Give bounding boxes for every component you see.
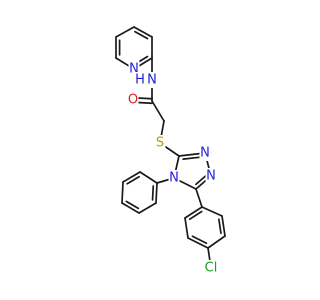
triazole-bond-5-inner (182, 156, 203, 160)
bond-triazole-chlorophenyl (195, 188, 203, 208)
chlorophenyl-bond-5-inner (218, 218, 222, 235)
triazole-n4-label: N (168, 170, 180, 186)
chlorine-label-background (202, 260, 220, 276)
pyridine-bond-1-inner (134, 30, 149, 40)
triazole-n1-label-symbol: N (206, 169, 216, 184)
amide-hydrogen-label-background (134, 72, 146, 88)
triazole-n2-label-symbol: N (200, 146, 210, 161)
chlorophenyl-bond-3-inner (191, 235, 208, 245)
pyridine-bond-1-outer (133, 26, 153, 38)
triazole-n2-label-background (199, 145, 211, 161)
phenyl-bond-2 (138, 202, 157, 214)
chlorophenyl-bond-4 (207, 235, 226, 249)
carbonyl-oxygen-label-symbol: O (128, 93, 138, 108)
bond-layer (115, 26, 226, 269)
pyridine-bond-2 (115, 26, 135, 38)
phenyl-bond-3-outer (121, 202, 140, 214)
phenyl-bond-5-inner (126, 175, 140, 185)
triazole-n4-label-background (168, 170, 180, 186)
chlorine-label-symbol: Cl (205, 261, 218, 276)
triazole-n1-label: N (205, 168, 217, 184)
triazole-n2-label: N (199, 145, 211, 161)
triazole-bond-3-inner (195, 174, 208, 186)
triazole-n4-label-symbol: N (169, 171, 179, 186)
carbonyl-oxygen-label-background (127, 92, 139, 108)
chlorophenyl-bond-1-outer (184, 206, 203, 219)
pyridine-nitrogen-label: N (128, 61, 140, 77)
sulfur-label: S (154, 135, 166, 151)
amide-hydrogen-label-symbol: H (135, 73, 145, 88)
phenyl-bond-5-outer (122, 171, 141, 183)
pyridine-nitrogen-label-background (128, 61, 140, 77)
amide-hydrogen-label: H (134, 72, 146, 88)
sulfur-label-background (154, 135, 166, 151)
amide-nitrogen-label-background (146, 72, 158, 88)
triazole-n1-label-background (205, 168, 217, 184)
phenyl-bond-1-inner (151, 185, 155, 201)
phenyl-bond-4 (121, 181, 124, 204)
amide-nitrogen-label-symbol: N (147, 73, 157, 88)
chlorophenyl-bond-6 (201, 206, 223, 217)
sulfur-label-symbol: S (156, 136, 164, 151)
phenyl-bond-3-inner (125, 200, 140, 210)
chlorine-label: Cl (202, 260, 220, 276)
chlorophenyl-bond-3-outer (187, 237, 209, 249)
bond-carbonyl-ch2 (151, 100, 165, 122)
chlorophenyl-bond-2 (184, 217, 189, 239)
carbonyl-oxygen-label: O (127, 92, 139, 108)
phenyl-bond-1-outer (155, 182, 158, 204)
amide-nitrogen-label: N (146, 72, 158, 88)
chlorophenyl-bond-5-outer (221, 215, 226, 237)
pyridine-nitrogen-label-symbol: N (129, 62, 139, 77)
phenyl-bond-6 (139, 171, 158, 184)
chlorophenyl-bond-1-inner (188, 210, 203, 221)
